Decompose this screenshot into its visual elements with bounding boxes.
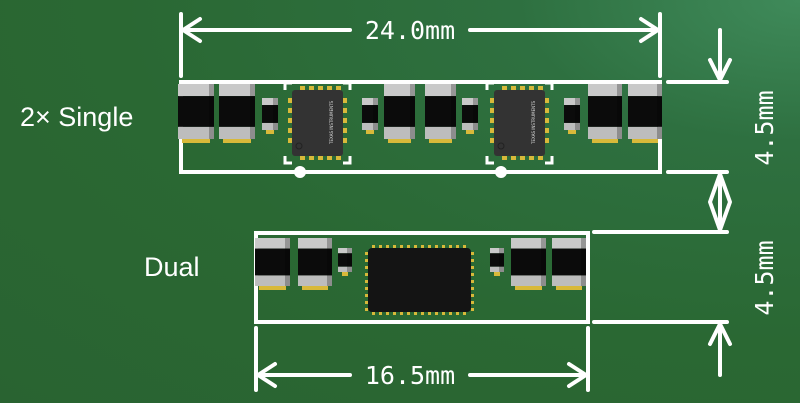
silkscreen-corner: [283, 81, 292, 90]
dimension-lines: [179, 12, 732, 392]
chip-logo: TEXAS INSTRUMENTS: [329, 100, 334, 145]
single-height-label: 4.5mm: [750, 90, 779, 165]
capacitor: [552, 238, 586, 290]
resistor: [490, 248, 504, 276]
single-ic: TEXAS INSTRUMENTS: [485, 81, 554, 165]
resistor: [362, 98, 378, 134]
capacitor: [511, 238, 546, 290]
silkscreen-corner: [485, 156, 494, 165]
silkscreen-corner: [343, 81, 352, 90]
capacitor: [588, 84, 622, 143]
fiducial: [495, 166, 507, 178]
chip-logo: TEXAS INSTRUMENTS: [531, 100, 536, 145]
silkscreen-corner: [485, 81, 494, 90]
resistor: [262, 98, 278, 134]
dual-height-label: 4.5mm: [750, 240, 779, 315]
silkscreen-corner: [545, 156, 554, 165]
silkscreen-corner: [545, 81, 554, 90]
resistor: [462, 98, 478, 134]
resistor: [564, 98, 580, 134]
dual-label: Dual: [144, 252, 200, 282]
components: TEXAS INSTRUMENTS TEXAS INSTRUMENTS: [178, 81, 662, 315]
capacitor: [298, 238, 332, 290]
top-width-label: 24.0mm: [365, 16, 455, 45]
dual-ic: [365, 245, 474, 315]
single-ic: TEXAS INSTRUMENTS: [283, 81, 352, 165]
silkscreen-corner: [283, 156, 292, 165]
capacitor: [178, 84, 214, 143]
capacitor: [628, 84, 662, 143]
capacitor: [219, 84, 255, 143]
fiducial: [294, 166, 306, 178]
single-label: 2× Single: [20, 102, 134, 132]
silkscreen-corner: [343, 156, 352, 165]
resistor: [338, 248, 352, 276]
bottom-width-label: 16.5mm: [365, 361, 455, 390]
capacitor: [425, 84, 456, 143]
capacitor: [255, 238, 290, 290]
capacitor: [384, 84, 415, 143]
